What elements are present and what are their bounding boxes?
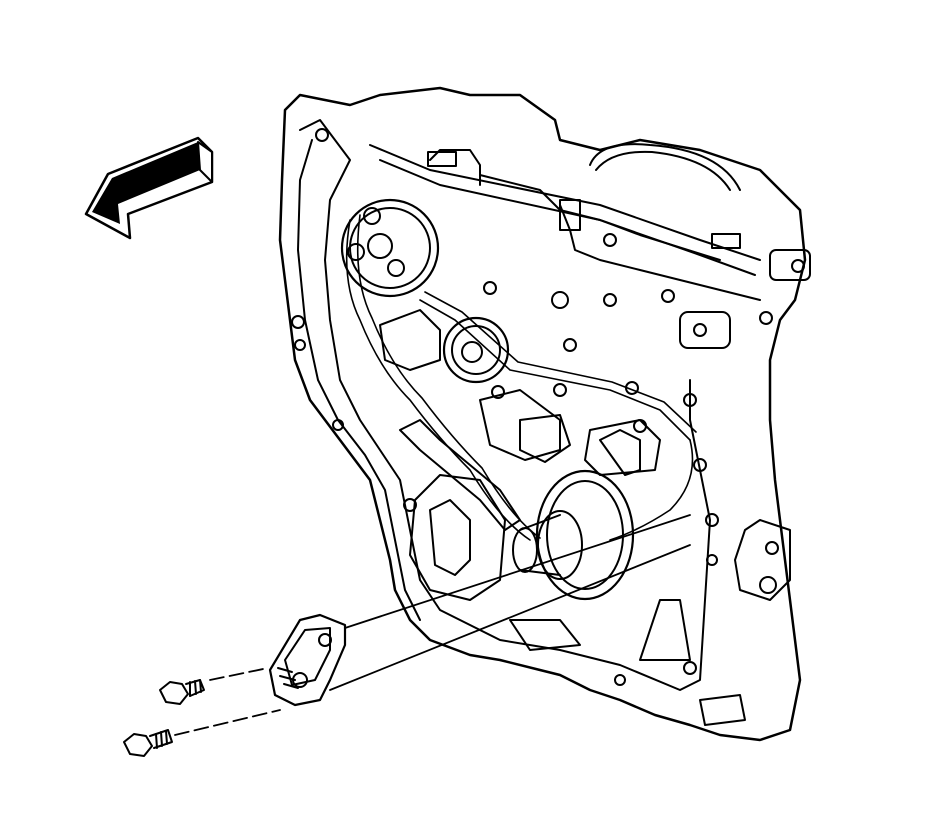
- crankshaft-sprocket: [512, 469, 635, 601]
- chain-guide: [399, 419, 641, 531]
- chain-tensioner-icon: [268, 613, 347, 707]
- bolt-icon: [159, 679, 205, 705]
- installation-lines: [174, 514, 691, 736]
- idler-sprocket: [442, 316, 510, 384]
- engine-block: [278, 86, 811, 742]
- bolt-icon: [123, 729, 173, 757]
- front-of-vehicle-arrow-icon: [84, 136, 214, 240]
- timing-chain: [345, 214, 697, 541]
- camshaft-sprocket: [340, 198, 440, 298]
